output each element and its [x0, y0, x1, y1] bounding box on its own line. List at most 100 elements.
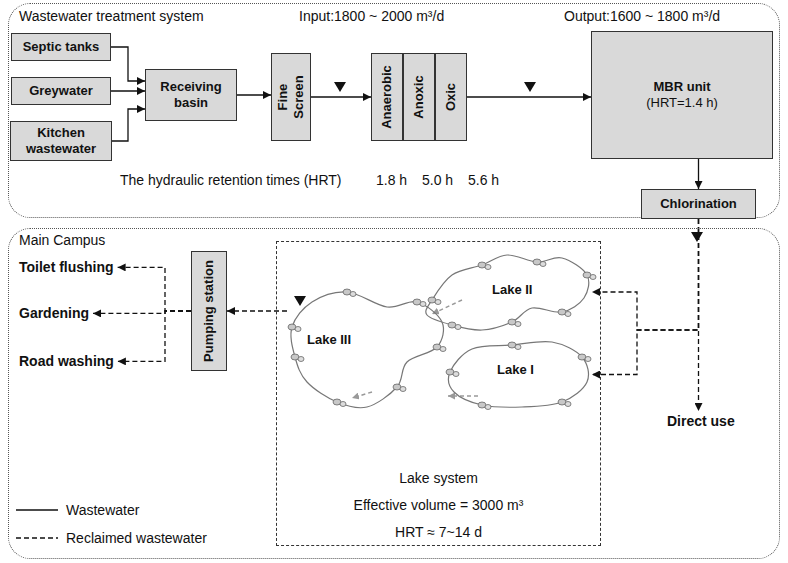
- node-label: Greywater: [29, 83, 93, 99]
- legend-row: Reclaimed wastewater: [16, 524, 207, 552]
- use-label: Road washing: [15, 351, 118, 372]
- lake-shoreline: [291, 292, 444, 408]
- legend: WastewaterReclaimed wastewater: [16, 496, 207, 552]
- shore-rock: [350, 292, 356, 297]
- lake-shoreline: [449, 341, 589, 407]
- node-label: MBR unit: [653, 79, 710, 95]
- shore-rock: [585, 357, 591, 362]
- legend-label: Wastewater: [66, 502, 139, 519]
- legend-line: [16, 537, 58, 538]
- shore-rock: [298, 357, 304, 362]
- hrt-label: The hydraulic retention times (HRT): [120, 172, 341, 188]
- process-box: Receiving basin: [145, 69, 237, 121]
- flow-arrow: [432, 300, 462, 314]
- node-label: (HRT=1.4 h): [646, 95, 718, 111]
- use-label: Direct use: [663, 411, 739, 432]
- shore-rock: [435, 300, 441, 305]
- hrt-label: 5.0 h: [422, 172, 453, 188]
- process-box: Fine Screen: [271, 53, 311, 141]
- shore-rock: [515, 322, 521, 327]
- shore-rock: [455, 325, 461, 330]
- water-level-symbol: [334, 82, 346, 92]
- wastewater-flow: [698, 159, 699, 189]
- legend-row: Wastewater: [16, 496, 207, 524]
- shore-rock: [485, 405, 491, 410]
- process-box: Anoxic: [403, 53, 435, 141]
- source-box: Kitchen wastewater: [10, 121, 112, 161]
- node-label: Output:1600 ~ 1800 m³/d: [564, 8, 720, 25]
- lake-shape: Lake III: [287, 287, 447, 412]
- shore-rock: [295, 327, 301, 332]
- shore-rock: [340, 402, 346, 407]
- water-level-symbol: [294, 296, 306, 306]
- hrt-label: 5.6 h: [468, 172, 499, 188]
- legend-label: Reclaimed wastewater: [66, 530, 207, 547]
- flow-arrow: [352, 392, 372, 398]
- reclaimed-flow: [592, 219, 699, 330]
- node-label: Wastewater treatment system: [19, 8, 204, 25]
- node-label: Gardening: [19, 305, 89, 322]
- wastewater-flow: [112, 109, 145, 141]
- legend-line: [16, 509, 58, 510]
- wastewater-flow: [111, 47, 145, 81]
- node-label: Septic tanks: [23, 39, 100, 55]
- flow-arrow: [448, 395, 478, 397]
- shore-rock: [565, 312, 571, 317]
- node-label: Chlorination: [660, 196, 737, 212]
- node-label: Lake III: [307, 332, 351, 348]
- use-label: Gardening: [15, 303, 93, 324]
- wastewater-flow: [111, 90, 145, 91]
- node-label: Oxic: [443, 83, 459, 111]
- lake-shape: Lake II: [422, 250, 592, 334]
- shore-rock: [515, 345, 521, 350]
- hrt-label: 1.8 h: [376, 172, 407, 188]
- water-level-symbol: [691, 232, 703, 242]
- wastewater-flow: [311, 96, 371, 97]
- process-box: Anaerobic: [371, 53, 403, 141]
- shore-rock: [485, 265, 491, 270]
- lake-shape: Lake I: [442, 337, 592, 412]
- node-label: Direct use: [667, 413, 735, 430]
- reclaimed-flow: [118, 311, 191, 361]
- water-level-symbol: [524, 82, 536, 92]
- node-label: Receiving basin: [151, 79, 231, 110]
- reclaimed-flow: [118, 267, 191, 311]
- node-label: Kitchen wastewater: [16, 125, 106, 156]
- process-box: Chlorination: [641, 189, 756, 219]
- node-label: Pumping station: [201, 260, 217, 362]
- wastewater-flow: [237, 94, 271, 95]
- node-label: Input:1800 ~ 2000 m³/d: [299, 8, 444, 25]
- lake-outline: [287, 287, 447, 412]
- shore-rock: [420, 302, 426, 307]
- node-label: Lake II: [492, 282, 532, 298]
- source-box: Greywater: [11, 77, 111, 105]
- node-label: Road washing: [19, 353, 114, 370]
- shore-rock: [540, 262, 546, 267]
- node-label: Effective volume = 3000 m³: [277, 497, 600, 514]
- reclaimed-flow: [93, 311, 191, 313]
- wastewater-flow: [467, 96, 591, 97]
- legend-sample: [16, 533, 58, 543]
- shore-rock: [565, 402, 571, 407]
- process-box: Pumping station: [191, 251, 227, 371]
- lake-shoreline: [426, 255, 589, 330]
- shore-rock: [590, 275, 596, 280]
- source-box: Septic tanks: [11, 33, 111, 61]
- node-label: Fine Screen: [275, 69, 306, 125]
- process-box: Oxic: [435, 53, 467, 141]
- legend-sample: [16, 505, 58, 515]
- node-label: HRT ≈ 7~14 d: [277, 524, 600, 541]
- shore-rock: [400, 387, 406, 392]
- node-label: Lake I: [497, 362, 534, 378]
- node-label: Lake system: [277, 470, 600, 487]
- shore-rock: [453, 372, 459, 377]
- node-label: Main Campus: [19, 232, 105, 249]
- use-label: Toilet flushing: [15, 257, 118, 278]
- node-label: Anoxic: [411, 75, 427, 118]
- shore-rock: [440, 347, 446, 352]
- node-label: Anaerobic: [379, 65, 395, 129]
- process-box: MBR unit(HRT=1.4 h): [591, 31, 773, 159]
- reclaimed-flow: [227, 310, 287, 311]
- reclaimed-flow: [698, 219, 699, 411]
